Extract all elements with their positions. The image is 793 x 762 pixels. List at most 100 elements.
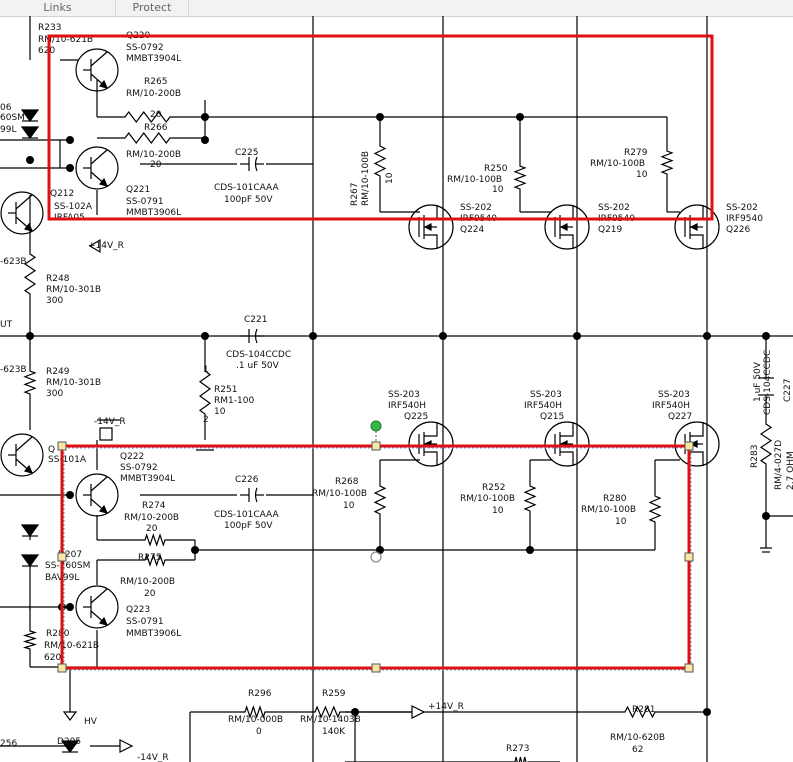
label-d06: 06 (0, 103, 12, 113)
labels: R233RM/10-621B620Q220SS-0792MMBT3904LR26… (0, 23, 793, 762)
label-r268o: 10 (343, 501, 355, 511)
resize-handle[interactable] (371, 441, 381, 451)
label-r280bv: RM/10-621B (44, 641, 99, 651)
label-r280v: RM/10-100B (581, 505, 636, 515)
label-r233o: 620 (38, 46, 55, 56)
label-r280bo: 620 (44, 653, 61, 663)
label-r252o: 10 (492, 506, 504, 516)
label-r267o: 10 (385, 172, 395, 184)
label-r274v: RM/10-200B (124, 513, 179, 523)
label-r259v: RM/10-1403B (300, 715, 361, 725)
label-r252: R252 (482, 483, 505, 493)
junction-dot (516, 113, 524, 121)
label-c221: C221 (244, 315, 267, 325)
capacitor-c226 (240, 487, 264, 503)
tab-protect[interactable]: Protect (116, 0, 189, 16)
junction-dot (201, 113, 209, 121)
resistor-r273 (510, 756, 533, 762)
resize-handle[interactable] (57, 552, 67, 562)
resistor-r283 (759, 418, 773, 470)
label-r279: R279 (624, 148, 648, 158)
label-q226p: SS-202 (726, 203, 758, 213)
transistor-q222 (75, 473, 119, 517)
label-ut: UT (0, 320, 13, 330)
capacitor-c221 (240, 328, 264, 344)
label-q212p: SS-102A (54, 202, 93, 212)
resistor-r249 (23, 365, 37, 400)
rotate-handle[interactable] (370, 420, 382, 432)
label-q226m: IRF9540 (726, 214, 763, 224)
label-r268: R268 (335, 477, 359, 487)
components (0, 48, 774, 762)
resize-handle[interactable] (684, 441, 694, 451)
label-q223m: MMBT3906L (126, 629, 181, 639)
capacitor-c225 (240, 156, 264, 172)
junction-dot (573, 332, 581, 340)
resistor-r296 (240, 705, 270, 719)
label-d60sm: 60SM (0, 113, 25, 123)
label-q221m: MMBT3906L (126, 208, 181, 218)
label-r266: R266 (144, 123, 168, 133)
label-r251v: RM1-100 (214, 396, 254, 406)
label-r251: R251 (214, 385, 237, 395)
resistor-r252 (523, 480, 537, 517)
label-q222p: SS-0792 (120, 463, 158, 473)
label-r265v: RM/10-200B (126, 89, 181, 99)
junction-dot (191, 546, 199, 554)
label-n256: 256 (0, 739, 17, 749)
label-r281o: 62 (632, 745, 643, 755)
tab-bar: Links Protect (0, 0, 793, 17)
label-q220p: SS-0792 (126, 43, 164, 53)
label-r283v: RM/4-027D (774, 440, 784, 490)
resize-handle[interactable] (57, 663, 67, 673)
label-c225p: CDS-101CAAA (214, 183, 279, 193)
resize-handle[interactable] (684, 663, 694, 673)
label-d207: D207 (58, 550, 82, 560)
label-r296o: 0 (256, 727, 262, 737)
label-r281v: RM/10-620B (610, 733, 665, 743)
label-q227: Q227 (668, 412, 692, 422)
label-c226p: CDS-101CAAA (214, 510, 279, 520)
mosfet-q227 (674, 421, 720, 467)
label-r266v: RM/10-200B (126, 150, 181, 160)
tab-links[interactable]: Links (0, 0, 116, 16)
label-c226: C226 (235, 475, 259, 485)
label-c221v: .1 uF 50V (236, 361, 280, 371)
port-plus14b (411, 705, 426, 719)
label-r280o: 10 (615, 517, 627, 527)
label-r265o: 20 (150, 110, 162, 120)
mosfet-q215 (544, 421, 590, 467)
label-d207p: SS-260SM (45, 561, 90, 571)
resize-handle[interactable] (684, 552, 694, 562)
diode-d205 (60, 740, 80, 754)
label-q224p: SS-202 (460, 203, 492, 213)
label-r283o: 2.7 OHM (786, 451, 793, 490)
resize-handle[interactable] (57, 441, 67, 451)
label-q219p: SS-202 (598, 203, 630, 213)
label-r265: R265 (144, 77, 167, 87)
label-q226: Q226 (726, 225, 751, 235)
label-r274o: 20 (146, 524, 158, 534)
label-plus14a: +14V_R (88, 241, 124, 251)
label-r251o: 10 (214, 407, 226, 417)
label-plus14b: +14V_R (428, 702, 464, 712)
label-q212: Q212 (50, 189, 74, 199)
label-q215m: IRF540H (524, 401, 562, 411)
junctions (26, 113, 770, 716)
resistor-r259 (310, 705, 345, 719)
selection-layer (47, 34, 714, 673)
label-r250: R250 (484, 164, 508, 174)
junction-dot (376, 546, 384, 554)
label-r248v: RM/10-301B (46, 285, 101, 295)
label-q225: Q225 (404, 412, 428, 422)
label-q227p: SS-203 (658, 390, 690, 400)
label-r266o: 20 (150, 160, 162, 170)
junction-dot (762, 512, 770, 520)
diode-d207-b (20, 554, 40, 568)
resistor-r280 (648, 490, 662, 528)
resistor-r268 (373, 480, 387, 520)
junction-dot (66, 491, 74, 499)
transistor-q212 (0, 191, 44, 235)
resize-handle[interactable] (371, 663, 381, 673)
label-q225m: IRF540H (388, 401, 426, 411)
